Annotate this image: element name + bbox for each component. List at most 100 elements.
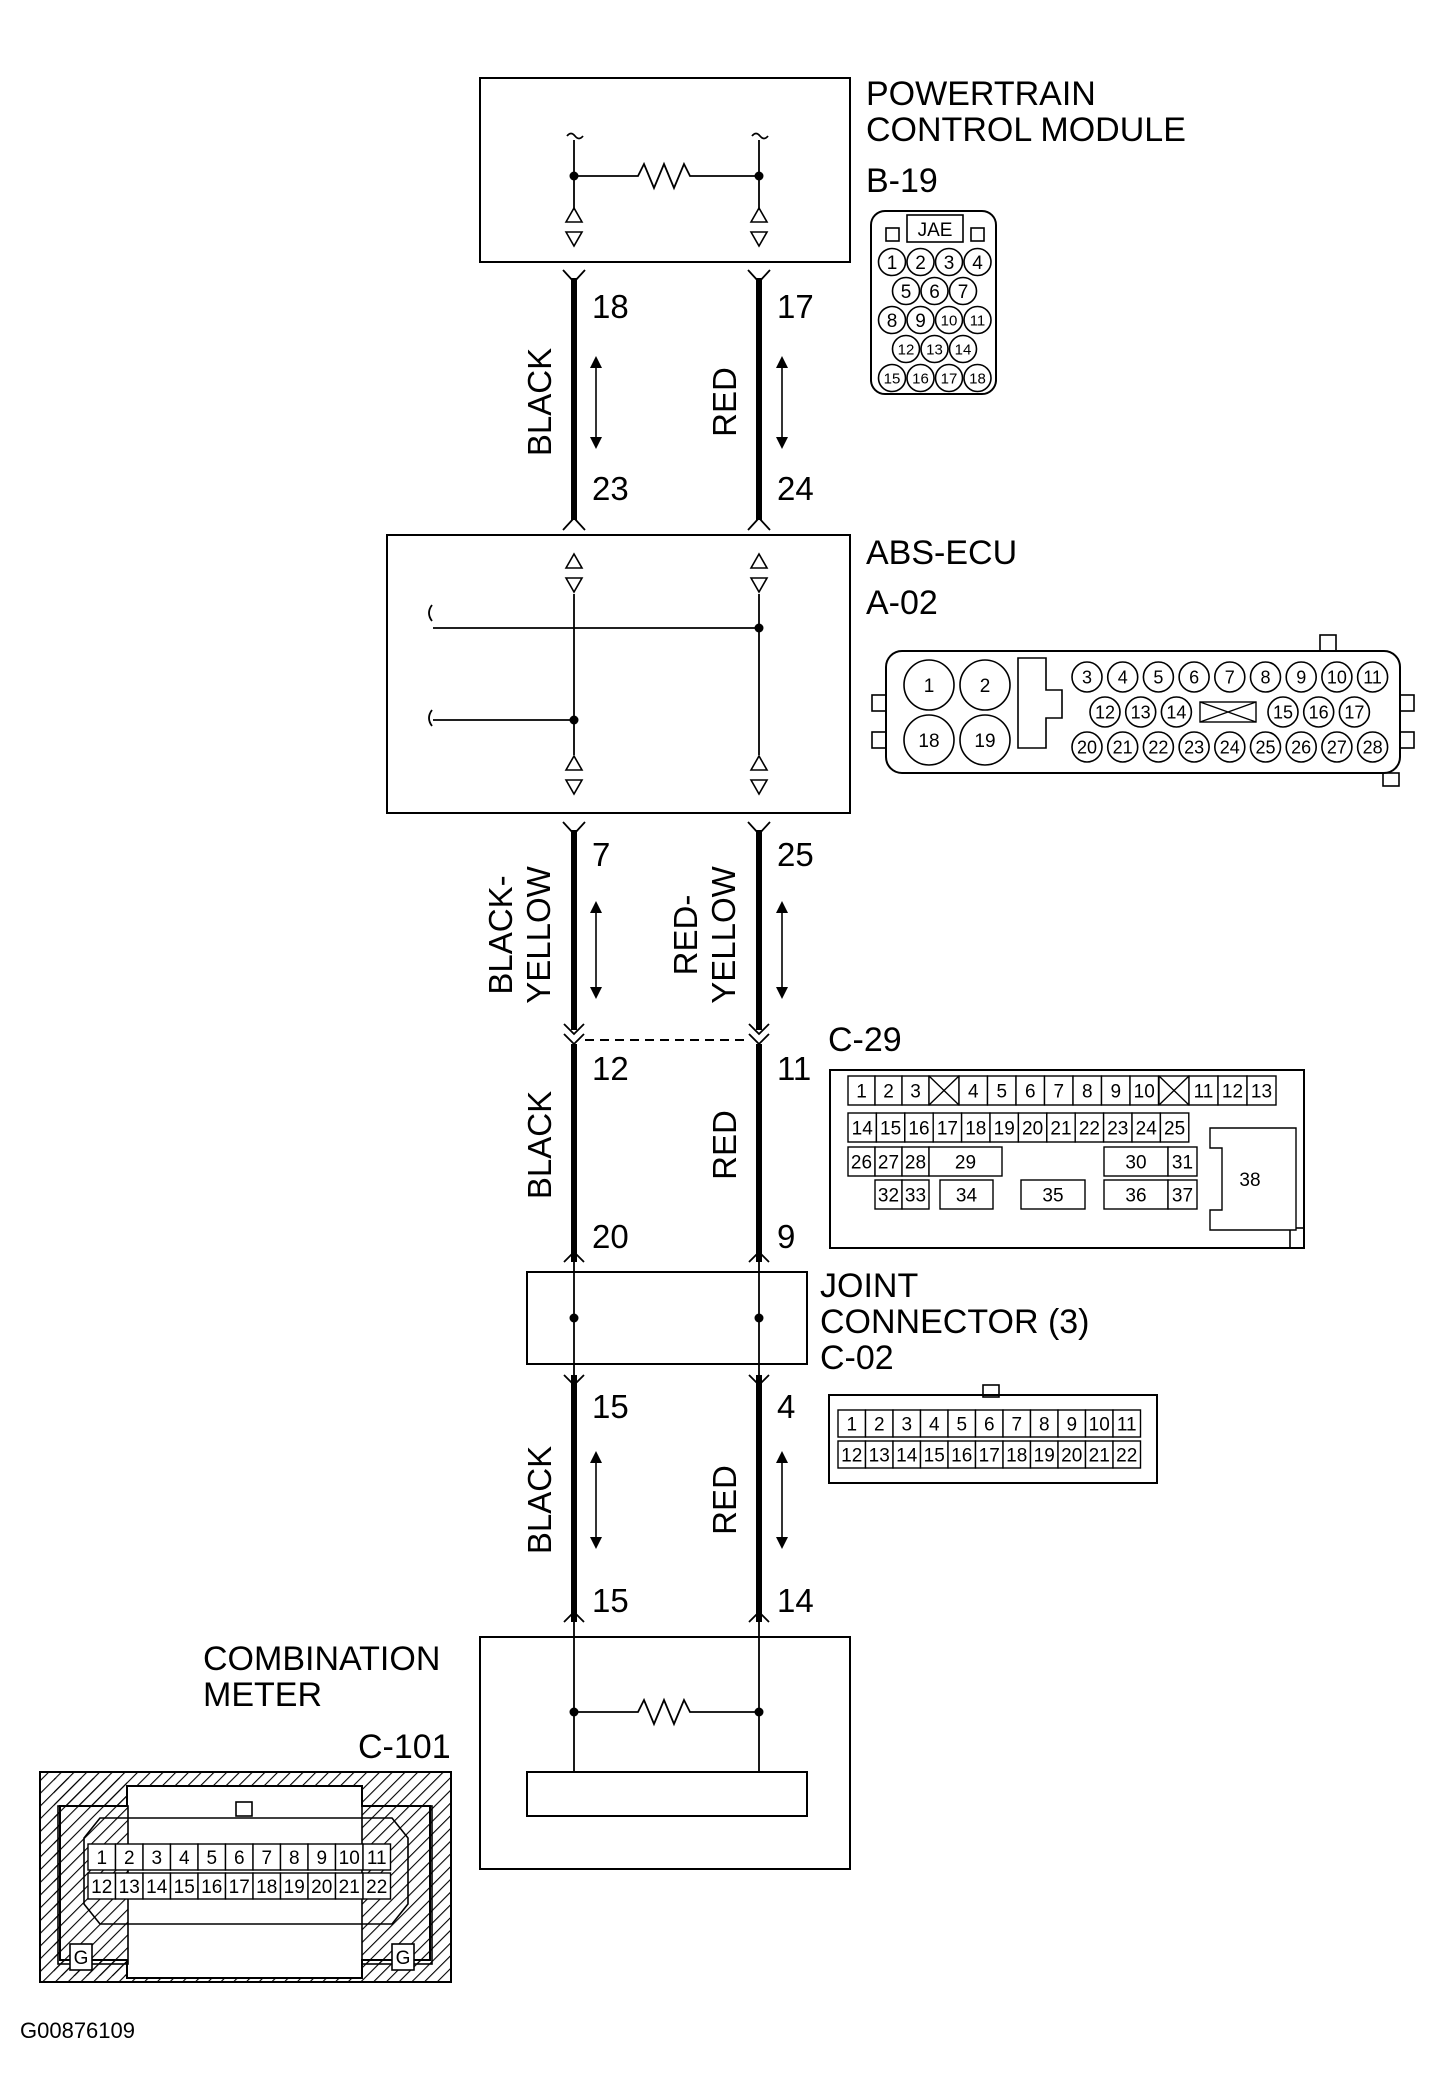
blank-cavity-mark — [1158, 1075, 1190, 1106]
c29-pin-9-cavity — [1100, 1075, 1131, 1106]
c101-pin-13-label: 13 — [119, 1877, 140, 1898]
a02-pin-28-label: 28 — [1363, 737, 1383, 757]
c29-pin-24-label: 24 — [1136, 1118, 1158, 1139]
c29-pin-2-cavity — [874, 1075, 903, 1106]
c29-pin-23-label: 23 — [1107, 1118, 1128, 1139]
b19-pin-8-label: 8 — [887, 311, 898, 332]
c29-pin-21-cavity — [1046, 1112, 1076, 1143]
c02-pin-16-label: 16 — [951, 1445, 972, 1466]
c101-pin-8-label: 8 — [289, 1848, 300, 1869]
a02-pin-21-cavity — [1106, 731, 1139, 763]
a02-pin-24-cavity — [1214, 731, 1246, 763]
a02-pin-18-cavity — [903, 714, 955, 766]
joint-title-line2: CONNECTOR (3) — [820, 1303, 1090, 1341]
c101-pin-20-label: 20 — [311, 1877, 332, 1898]
c02-pin-19-cavity — [1029, 1440, 1059, 1469]
c29-pin-6-label: 6 — [1025, 1081, 1036, 1102]
b19-pin-14-cavity — [948, 334, 978, 364]
c101-ground-mark-right: G — [396, 1948, 411, 1969]
joint-connector — [526, 1262, 808, 1375]
wire-color-red-1: RED — [706, 367, 743, 437]
c101-pin-16-label: 16 — [201, 1877, 222, 1898]
c02-pin-20-label: 20 — [1061, 1445, 1082, 1466]
pin-24: 24 — [777, 470, 814, 507]
c29-pin-35-label: 35 — [1042, 1185, 1063, 1206]
a02-pin-9-label: 9 — [1296, 667, 1306, 687]
pin-9: 9 — [777, 1218, 795, 1255]
b19-pin-1-cavity — [877, 247, 907, 277]
c29-pin-38-cavity — [1209, 1127, 1297, 1231]
c29-pin-9-label: 9 — [1110, 1081, 1121, 1102]
a02-pin-4-label: 4 — [1118, 667, 1128, 687]
b19-pin-12-label: 12 — [898, 341, 915, 358]
c02-pin-13-label: 13 — [869, 1445, 890, 1466]
a02-pin-13-label: 13 — [1131, 702, 1151, 722]
c29-pin-12-cavity — [1217, 1075, 1248, 1106]
pin-7: 7 — [592, 836, 610, 873]
c29-pin-8-cavity — [1072, 1075, 1103, 1106]
meter-title-line1: COMBINATION — [203, 1640, 440, 1678]
a02-pin-7-label: 7 — [1225, 667, 1235, 687]
c29-pin-7-label: 7 — [1053, 1081, 1064, 1102]
c29-pin-28-label: 28 — [905, 1152, 926, 1173]
c101-pin-19-cavity — [279, 1872, 309, 1900]
c29-pin-19-label: 19 — [994, 1118, 1015, 1139]
a02-pin-1-cavity — [903, 659, 955, 711]
c29-pin-3-label: 3 — [910, 1081, 921, 1102]
c29-pin-22-label: 22 — [1079, 1118, 1100, 1139]
a02-pin-25-label: 25 — [1255, 737, 1275, 757]
c101-pin-12-cavity — [87, 1872, 117, 1900]
wire-color-red-3: RED — [706, 1110, 743, 1180]
c02-pin-4-label: 4 — [929, 1414, 940, 1435]
b19-pin-13-label: 13 — [926, 341, 943, 358]
c29-pin-38-label: 38 — [1239, 1170, 1260, 1191]
meter-title-line2: METER — [203, 1676, 322, 1714]
c02-pin-12-label: 12 — [841, 1445, 862, 1466]
pin-12: 12 — [592, 1050, 629, 1087]
b19-pin-8-cavity — [877, 305, 907, 335]
a02-pin-17-label: 17 — [1344, 702, 1364, 722]
b19-pin-18-cavity — [963, 363, 992, 393]
c02-pin-14-label: 14 — [896, 1445, 918, 1466]
c29-pin-29-label: 29 — [955, 1152, 976, 1173]
c101-ground-mark-left: G — [74, 1948, 89, 1969]
b19-pin-10-label: 10 — [941, 312, 958, 329]
a02-pin-8-label: 8 — [1260, 667, 1270, 687]
a02-pin-26-cavity — [1285, 731, 1317, 763]
c29-pin-29-cavity — [928, 1146, 1003, 1177]
b19-pin-9-label: 9 — [915, 311, 926, 332]
c29-pin-13-cavity — [1246, 1075, 1277, 1106]
pcm-connector-id: B-19 — [866, 162, 938, 200]
figure-code: G00876109 — [20, 2018, 135, 2043]
c02-pin-10-label: 10 — [1089, 1414, 1110, 1435]
b19-pin-16-cavity — [906, 363, 935, 393]
c101-pin-17-label: 17 — [229, 1877, 250, 1898]
c29-pin-15-label: 15 — [880, 1118, 901, 1139]
c29-pin-33-cavity — [901, 1179, 930, 1210]
c29-pin-24-cavity — [1131, 1112, 1162, 1143]
wire-color-red-yellow-2: YELLOW — [705, 865, 742, 1003]
b19-pin-11-label: 11 — [970, 312, 986, 329]
b19-pin-2-label: 2 — [915, 253, 926, 274]
b19-pin-15-cavity — [877, 363, 907, 393]
c101-pin-22-label: 22 — [366, 1877, 387, 1898]
c02-pin-6-label: 6 — [984, 1414, 995, 1435]
c29-pin-17-cavity — [932, 1112, 963, 1143]
a02-pin-19-label: 19 — [974, 731, 995, 752]
c101-pin-11-cavity — [362, 1843, 392, 1871]
c101-pin-2-cavity — [114, 1843, 144, 1871]
combination-meter-module — [479, 1622, 851, 1870]
c02-pin-22-cavity — [1112, 1440, 1142, 1469]
c29-pin-14-label: 14 — [852, 1118, 874, 1139]
wire-color-black-yellow-2: YELLOW — [520, 865, 557, 1003]
c101-pin-5-cavity — [197, 1843, 227, 1871]
c29-pin-19-cavity — [989, 1112, 1020, 1143]
c101-pin-2-label: 2 — [124, 1848, 135, 1869]
c02-pin-14-cavity — [892, 1440, 922, 1469]
c101-pin-4-label: 4 — [179, 1848, 190, 1869]
c29-pin-10-label: 10 — [1134, 1081, 1155, 1102]
a02-pin-2-cavity — [959, 659, 1011, 711]
c29-pin-36-cavity — [1103, 1179, 1169, 1210]
b19-pin-10-cavity — [934, 305, 964, 335]
